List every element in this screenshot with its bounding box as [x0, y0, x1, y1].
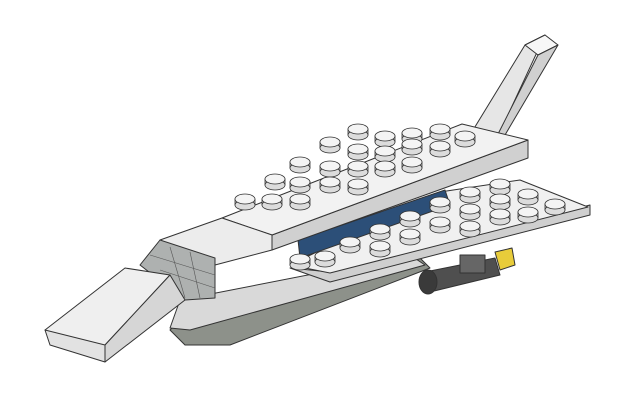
engine	[418, 247, 516, 295]
stud	[429, 196, 451, 214]
stud	[429, 140, 451, 158]
stud	[319, 136, 341, 154]
stud	[347, 160, 369, 178]
stud	[517, 206, 539, 224]
stud	[374, 130, 396, 148]
stud	[429, 216, 451, 234]
stud	[401, 156, 423, 174]
stud	[401, 138, 423, 156]
stud	[489, 208, 511, 226]
stud	[264, 173, 286, 191]
stud	[261, 193, 283, 211]
stud	[234, 193, 256, 211]
studs	[234, 123, 566, 271]
stud	[517, 188, 539, 206]
stud	[429, 123, 451, 141]
stud	[459, 186, 481, 204]
stud	[489, 193, 511, 211]
stud	[339, 236, 361, 254]
stud	[319, 176, 341, 194]
stud	[369, 223, 391, 241]
stud	[289, 156, 311, 174]
stud	[454, 130, 476, 148]
stud	[347, 143, 369, 161]
stud	[369, 240, 391, 258]
stud	[459, 203, 481, 221]
stud	[289, 176, 311, 194]
canopy-grille	[149, 246, 216, 299]
stud	[347, 123, 369, 141]
stud	[347, 178, 369, 196]
stud	[289, 253, 311, 271]
stud	[489, 178, 511, 196]
stud	[399, 228, 421, 246]
nose-tip	[44, 329, 106, 363]
stud	[314, 250, 336, 268]
stud	[544, 198, 566, 216]
stud	[459, 220, 481, 238]
stud	[289, 193, 311, 211]
stud	[399, 210, 421, 228]
stud	[319, 160, 341, 178]
stud	[374, 160, 396, 178]
stud	[374, 145, 396, 163]
